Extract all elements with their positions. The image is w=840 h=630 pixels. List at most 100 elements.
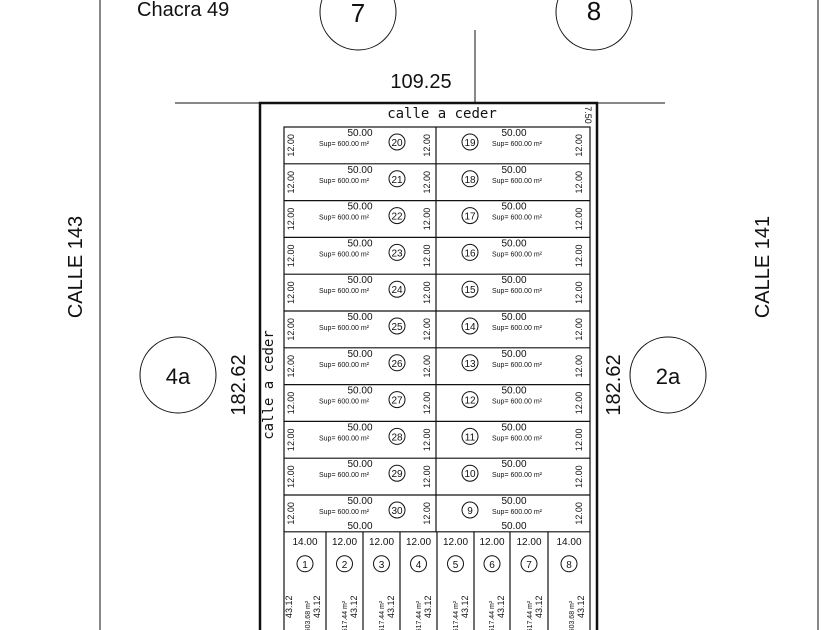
- lot-length-dimension: 50.00: [347, 165, 372, 176]
- lot-length-dimension: 50.00: [347, 496, 372, 507]
- lot-number-circle: [461, 391, 479, 409]
- lot-width-dimension: 12.00: [574, 502, 584, 525]
- lot-width-dimension: 12.00: [574, 429, 584, 452]
- lot-number: 9: [467, 506, 473, 517]
- main-parcel: [258, 101, 599, 630]
- lot-number-circle: [461, 207, 479, 225]
- bottom-lot-area: Sup= 517.44 m²: [342, 600, 349, 630]
- chacra-title: Chacra 49: [137, 0, 229, 21]
- lot-length-dimension: 50.00: [501, 521, 526, 532]
- dimension-cede-width: 7.50: [583, 106, 593, 124]
- bottom-lot-front-dimension: 12.00: [443, 537, 468, 548]
- lot-width-dimension: 12.00: [574, 355, 584, 378]
- lot-width-dimension: 12.00: [286, 318, 296, 341]
- lot-width-dimension: 12.00: [286, 355, 296, 378]
- bottom-lot-front-dimension: 12.00: [332, 537, 357, 548]
- bottom-lot-depth-dimension: 43.12: [496, 596, 506, 619]
- lot-number: 16: [464, 248, 476, 259]
- lot-number: 1: [302, 560, 308, 571]
- lot-number-circle: [373, 555, 390, 573]
- bottom-lot-area: Sup= 517.44 m²: [416, 600, 423, 630]
- lot-number-circle: [410, 555, 427, 573]
- neighbor-circle-4a: [139, 336, 217, 414]
- lot-number: 3: [379, 560, 385, 571]
- lot-number-circle: [388, 133, 406, 151]
- lot-number-circle: [388, 464, 406, 482]
- lot-area: Sup= 600.00 m²: [319, 435, 370, 442]
- bottom-lot-depth-dimension: 43.12: [423, 596, 433, 619]
- lot-length-dimension: 50.00: [501, 312, 526, 323]
- lot-number-circle: [388, 317, 406, 335]
- lot-number-circle: [560, 555, 578, 573]
- lot-length-dimension: 50.00: [347, 459, 372, 470]
- lot-number: 13: [464, 359, 476, 370]
- lot-width-dimension: 12.00: [286, 134, 296, 157]
- lot-number-circle: [461, 317, 479, 335]
- lot-number: 6: [489, 560, 495, 571]
- neighbor-circle-8: [555, 0, 633, 51]
- lot-area: Sup= 600.00 m²: [492, 141, 543, 148]
- lot-length-dimension: 50.00: [347, 386, 372, 397]
- lot-area: Sup= 600.00 m²: [319, 251, 370, 258]
- bottom-lot-area: Sup= 517.44 m²: [453, 600, 460, 630]
- lot-length-dimension: 50.00: [347, 202, 372, 213]
- lot-number-circle: [461, 243, 479, 261]
- lot-length-dimension: 50.00: [347, 521, 372, 532]
- lot-number: 27: [391, 396, 403, 407]
- lot-number-circle: [388, 427, 406, 445]
- bottom-lot-depth-dimension: 43.12: [534, 596, 544, 619]
- lot-number-circle: [388, 391, 406, 409]
- lot-width-dimension: 12.00: [422, 355, 432, 378]
- bottom-lot-front-dimension: 14.00: [292, 537, 317, 548]
- lot-number: 18: [464, 175, 476, 186]
- lot-number-circle: [336, 555, 353, 573]
- lot-area: Sup= 600.00 m²: [319, 399, 370, 406]
- dimension-left: 182.62: [228, 354, 250, 415]
- lot-length-dimension: 50.00: [501, 202, 526, 213]
- lot-width-dimension: 12.00: [286, 208, 296, 231]
- lot-number: 20: [391, 138, 403, 149]
- lot-width-dimension: 12.00: [422, 502, 432, 525]
- lot-number: 23: [391, 248, 403, 259]
- lot-number-circle: [388, 170, 406, 188]
- lot-width-dimension: 12.00: [286, 245, 296, 268]
- lot-area: Sup= 600.00 m²: [319, 325, 370, 332]
- lot-width-dimension: 12.00: [422, 318, 432, 341]
- street-to-cede-left: calle a ceder: [261, 330, 277, 440]
- bottom-lot-front-dimension: 12.00: [516, 537, 541, 548]
- lot-width-dimension: 12.00: [574, 134, 584, 157]
- lot-number: 14: [464, 322, 476, 333]
- lot-area: Sup= 600.00 m²: [319, 215, 370, 222]
- lot-width-dimension: 12.00: [574, 392, 584, 415]
- lot-width-dimension: 12.00: [422, 134, 432, 157]
- bottom-lot-depth-dimension: 43.12: [386, 596, 396, 619]
- bottom-lot-depth-dimension: 43.12: [576, 596, 586, 619]
- lot-width-dimension: 12.00: [286, 281, 296, 304]
- lot-length-dimension: 50.00: [501, 496, 526, 507]
- lot-number-circle: [447, 555, 464, 573]
- neighbor-label-2a: 2a: [656, 364, 681, 389]
- bottom-lot-front-dimension: 12.00: [479, 537, 504, 548]
- neighbor-label-7: 7: [351, 0, 365, 28]
- bottom-lot-front-dimension: 12.00: [369, 537, 394, 548]
- lot-number-circle: [461, 464, 479, 482]
- dimension-right: 182.62: [603, 354, 625, 415]
- lot-number: 15: [464, 285, 476, 296]
- lot-length-dimension: 50.00: [501, 165, 526, 176]
- lot-length-dimension: 50.00: [501, 238, 526, 249]
- lot-width-dimension: 12.00: [286, 465, 296, 488]
- lot-width-dimension: 12.00: [422, 465, 432, 488]
- lot-area: Sup= 600.00 m²: [319, 362, 370, 369]
- lot-area: Sup= 600.00 m²: [319, 472, 370, 479]
- lot-area: Sup= 600.00 m²: [319, 509, 370, 516]
- lot-width-dimension: 12.00: [286, 502, 296, 525]
- lot-number: 22: [391, 212, 403, 223]
- lot-length-dimension: 50.00: [501, 459, 526, 470]
- lot-number-circle: [483, 555, 501, 573]
- lot-width-dimension: 12.00: [422, 429, 432, 452]
- lot-width-dimension: 12.00: [286, 429, 296, 452]
- lot-width-dimension: 12.00: [574, 245, 584, 268]
- bottom-lot-depth-dimension: 43.12: [312, 596, 322, 619]
- lot-length-dimension: 50.00: [347, 128, 372, 139]
- lot-width-dimension: 12.00: [422, 281, 432, 304]
